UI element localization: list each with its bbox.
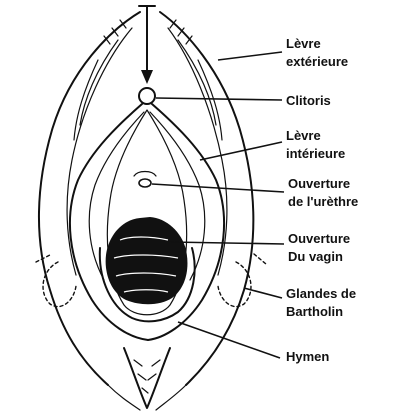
vaginal-opening xyxy=(106,217,188,304)
outer-labia-left-fold xyxy=(74,40,118,140)
labels: Lèvre extérieure Clitoris Lèvre intérieu… xyxy=(286,36,358,364)
leader-lines xyxy=(152,52,284,358)
perineum-hatching xyxy=(134,360,160,393)
urethral-lines xyxy=(134,172,156,177)
perineum xyxy=(124,348,170,408)
leader-inner-lip xyxy=(200,142,282,160)
anatomy-drawing xyxy=(36,6,266,410)
label-hymen: Hymen xyxy=(286,349,329,364)
label-bartholin-line2: Bartholin xyxy=(286,304,343,319)
label-bartholin-line1: Glandes de xyxy=(286,286,356,301)
label-clitoris: Clitoris xyxy=(286,93,331,108)
label-inner-lip-line2: intérieure xyxy=(286,146,345,161)
label-urethra-line2: de l'urèthre xyxy=(288,194,358,209)
leader-clitoris xyxy=(156,98,282,100)
label-vagina-line2: Du vagin xyxy=(288,249,343,264)
bartholin-dash-right xyxy=(254,254,266,264)
label-outer-lip-line2: extérieure xyxy=(286,54,348,69)
label-outer-lip-line1: Lèvre xyxy=(286,36,321,51)
label-urethra-line1: Ouverture xyxy=(288,176,350,191)
leader-outer-lip xyxy=(218,52,282,60)
label-inner-lip-line1: Lèvre xyxy=(286,128,321,143)
urethral-opening xyxy=(139,179,151,187)
bartholin-dash-left xyxy=(36,254,52,262)
label-vagina-line1: Ouverture xyxy=(288,231,350,246)
clitoris-arrow-head xyxy=(141,70,153,84)
clitoris xyxy=(139,88,155,104)
leader-vagina xyxy=(170,242,284,244)
outer-labia-left xyxy=(39,12,140,385)
